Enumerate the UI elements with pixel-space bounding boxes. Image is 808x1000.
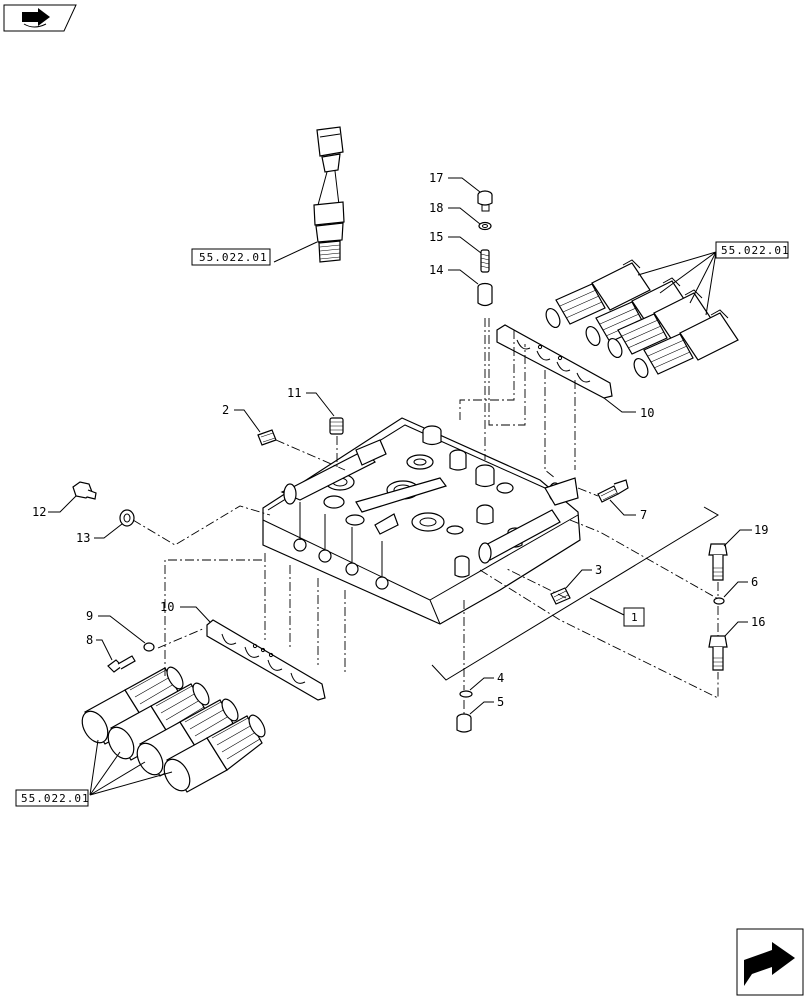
callout-11: 11 (287, 386, 335, 417)
solenoid-retainer-plate-upper (496, 324, 613, 399)
solenoid-valves-upper (545, 259, 739, 379)
callout-5: 5 (469, 695, 504, 715)
lock-washer-part (713, 597, 725, 605)
lower-solenoid-ref-box[interactable] (15, 789, 89, 807)
bolt-long-part (708, 543, 728, 581)
svg-text:12: 12 (32, 505, 46, 519)
callout-3: 3 (565, 563, 602, 589)
callout-12: 12 (32, 495, 77, 519)
svg-text:5: 5 (497, 695, 504, 709)
lower-solenoid-leaders (89, 739, 173, 796)
assembly-bracket-line (431, 506, 719, 681)
sensor-ref-box[interactable] (191, 248, 271, 266)
sensor-ref-label: 55.022.01 (199, 251, 268, 264)
svg-text:4: 4 (497, 671, 504, 685)
set-screw-part (257, 429, 277, 446)
callout-13: 13 (76, 523, 123, 545)
callout-14: 14 (429, 263, 479, 285)
svg-text:19: 19 (754, 523, 768, 537)
washer-part (478, 221, 492, 231)
callout-2: 2 (222, 403, 261, 433)
assembly-center-lines (132, 318, 721, 714)
callout-9: 9 (86, 609, 146, 644)
svg-text:16: 16 (751, 615, 765, 629)
spring-part (480, 249, 490, 273)
upper-solenoid-leaders (637, 251, 717, 316)
screw-small-part (107, 655, 136, 673)
svg-text:7: 7 (640, 508, 647, 522)
callout-18: 18 (429, 201, 481, 225)
callout-15: 15 (429, 230, 482, 254)
upper-solenoid-ref-label: 55.022.01 (721, 244, 790, 257)
svg-text:11: 11 (287, 386, 301, 400)
callout-6: 6 (723, 575, 758, 598)
control-valve-body (262, 417, 581, 625)
svg-text:9: 9 (86, 609, 93, 623)
callout-8: 8 (86, 633, 113, 661)
svg-text:8: 8 (86, 633, 93, 647)
svg-text:10: 10 (160, 600, 174, 614)
callout-17: 17 (429, 171, 481, 193)
pressure-sensor-part (313, 126, 345, 263)
callout-7: 7 (609, 499, 647, 522)
assembly-ref-label: 1 (631, 611, 639, 624)
solenoid-retainer-plate-lower (206, 619, 326, 701)
svg-text:17: 17 (429, 171, 443, 185)
lower-solenoid-ref-label: 55.022.01 (21, 792, 90, 805)
plug-part (477, 282, 493, 307)
svg-text:13: 13 (76, 531, 90, 545)
assembly-ref-box[interactable] (623, 607, 645, 627)
callout-19: 19 (723, 523, 768, 547)
sealing-washer-part (119, 509, 135, 527)
book-arrow-icon[interactable] (3, 4, 77, 32)
callout-16: 16 (724, 615, 765, 637)
bushing-part (456, 713, 472, 733)
washer-small-part (143, 642, 155, 652)
sensor-leader-line (273, 241, 318, 263)
upper-solenoid-ref-box[interactable] (715, 241, 789, 259)
callout-4: 4 (469, 671, 504, 691)
callout-10-upper: 10 (603, 397, 654, 420)
assembly-leader-line (589, 597, 625, 616)
next-page-arrow-icon[interactable] (736, 928, 804, 996)
solenoid-valves-lower (81, 666, 266, 793)
threaded-plug-part (329, 417, 344, 435)
svg-text:6: 6 (751, 575, 758, 589)
svg-text:3: 3 (595, 563, 602, 577)
set-screw-right-part (550, 587, 571, 605)
fitting-part (597, 479, 629, 503)
o-ring-part (459, 690, 473, 698)
cap-screw-part (477, 190, 493, 212)
drain-plug-part (72, 481, 97, 500)
svg-text:10: 10 (640, 406, 654, 420)
bolt-short-part (708, 635, 728, 671)
svg-text:15: 15 (429, 230, 443, 244)
callout-10-lower: 10 (160, 600, 211, 623)
svg-text:2: 2 (222, 403, 229, 417)
svg-text:18: 18 (429, 201, 443, 215)
svg-text:14: 14 (429, 263, 443, 277)
